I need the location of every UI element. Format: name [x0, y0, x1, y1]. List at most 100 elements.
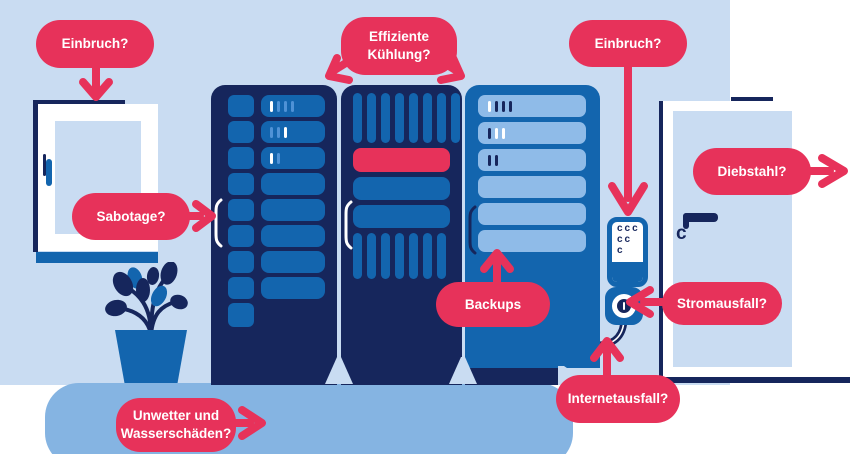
vent-slat — [409, 233, 418, 279]
window-handle — [46, 159, 52, 186]
callout-backups: Backups — [436, 282, 550, 327]
server-unit — [228, 121, 325, 143]
door-handle-hook — [683, 213, 689, 229]
server-unit — [228, 199, 325, 221]
cooling-vents — [353, 93, 460, 143]
status-tick — [284, 126, 287, 138]
vent-slat — [353, 93, 362, 143]
keypad-button-row: c — [617, 245, 625, 256]
arrow-left-icon — [626, 286, 666, 318]
vent-slat — [367, 233, 376, 279]
unit-module — [261, 251, 325, 273]
status-tick — [277, 100, 280, 112]
unit-module — [261, 199, 325, 221]
vent-slat — [423, 233, 432, 279]
window-sill — [36, 252, 158, 263]
status-tick — [270, 100, 273, 112]
vent-slat — [423, 93, 432, 143]
window-accent-top — [33, 100, 125, 106]
status-tick — [495, 127, 498, 139]
vent-slat — [381, 233, 390, 279]
door-threshold — [659, 377, 850, 383]
rack-plinth — [465, 364, 561, 385]
window-handle-shadow — [43, 154, 46, 176]
server-module — [353, 205, 450, 228]
vent-slat — [395, 233, 404, 279]
server-module — [478, 122, 586, 144]
cooling-vents — [353, 233, 450, 279]
server-module — [478, 176, 586, 198]
server-module — [478, 95, 586, 117]
rack-door-handle — [344, 200, 353, 250]
status-tick — [277, 126, 280, 138]
server-unit — [228, 147, 325, 169]
server-unit — [228, 251, 325, 273]
unit-square — [228, 173, 254, 195]
status-tick — [277, 152, 280, 164]
vent-slat — [437, 233, 446, 279]
rack-door-handle — [468, 205, 477, 255]
door-top-accent — [731, 97, 773, 103]
callout-label: Effiziente Kühlung? — [367, 29, 431, 62]
callout-unwetter-wasserschaeden: Unwetter und Wasserschäden? — [116, 398, 236, 452]
callout-label: Unwetter und Wasserschäden? — [120, 408, 232, 441]
callout-sabotage: Sabotage? — [72, 193, 190, 240]
unit-square — [228, 147, 254, 169]
status-tick — [270, 126, 273, 138]
keypad-button-row: cc — [617, 234, 633, 245]
status-tick — [284, 100, 287, 112]
callout-effiziente-kuehlung: Effiziente Kühlung? — [341, 17, 457, 75]
callout-label: Stromausfall? — [676, 295, 768, 311]
server-rack-right-units — [478, 95, 586, 257]
keypad-button-row: ccc — [617, 223, 640, 234]
unit-module — [261, 225, 325, 247]
server-module — [478, 149, 586, 171]
server-rack-middle — [341, 85, 462, 385]
plant-pot — [115, 330, 187, 386]
server-rack-middle-units — [353, 93, 460, 284]
server-rack-left — [211, 85, 337, 385]
unit-module — [261, 121, 325, 143]
unit-square — [228, 199, 254, 221]
vent-slat — [381, 93, 390, 143]
window-accent-left — [33, 100, 38, 252]
door-edge — [659, 101, 663, 377]
callout-einbruch-door: Einbruch? — [569, 20, 687, 67]
outlet-slit — [623, 302, 625, 310]
callout-einbruch-window: Einbruch? — [36, 20, 154, 68]
server-unit — [228, 303, 325, 327]
unit-square — [228, 95, 254, 117]
potted-plant — [105, 262, 188, 386]
server-module — [478, 203, 586, 225]
status-tick — [495, 154, 498, 166]
unit-module — [261, 147, 325, 169]
callout-internetausfall: Internetausfall? — [556, 375, 680, 423]
unit-square — [228, 303, 254, 327]
keypad-base — [612, 262, 643, 282]
callout-label: Diebstahl? — [717, 163, 787, 179]
server-rack-left-units — [228, 95, 325, 329]
status-tick — [291, 100, 294, 112]
callout-stromausfall: Stromausfall? — [662, 282, 782, 325]
callout-label: Sabotage? — [96, 208, 166, 224]
unit-module — [261, 277, 325, 299]
status-tick — [488, 154, 491, 166]
unit-module — [261, 173, 325, 195]
server-module — [353, 177, 450, 200]
door-handle — [683, 213, 718, 222]
server-unit — [228, 95, 325, 117]
vent-slat — [437, 93, 446, 143]
door-keyhole-icon: c — [676, 223, 687, 244]
status-tick — [270, 152, 273, 164]
status-tick — [495, 100, 498, 112]
arrow-up-icon — [590, 337, 624, 384]
arrow-up-icon — [480, 249, 514, 288]
vent-slat — [409, 93, 418, 143]
callout-label: Internetausfall? — [567, 391, 669, 407]
unit-square — [228, 121, 254, 143]
server-unit — [228, 277, 325, 299]
vent-slat — [395, 93, 404, 143]
